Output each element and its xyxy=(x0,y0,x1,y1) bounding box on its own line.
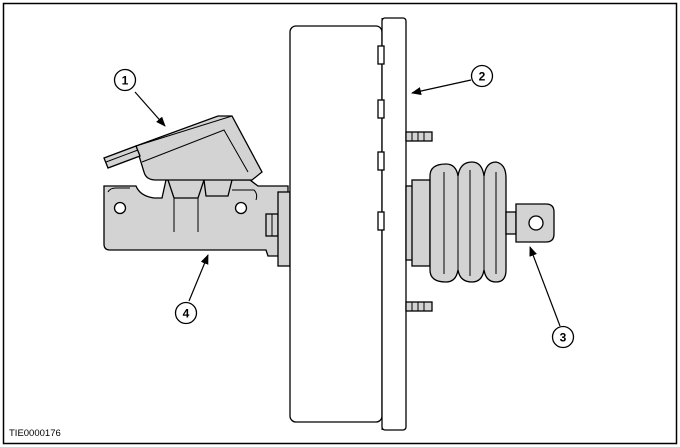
master-cylinder xyxy=(103,179,291,267)
callout-2-number: 2 xyxy=(479,70,486,84)
callout-2: 2 xyxy=(411,64,494,95)
fluid-reservoir xyxy=(103,115,263,181)
pushrod-boot xyxy=(405,161,507,283)
callout-1-number: 1 xyxy=(122,74,129,88)
pushrod-clevis xyxy=(505,203,555,243)
figure-id-label: TIE0000176 xyxy=(9,428,61,439)
callout-1: 1 xyxy=(113,68,166,127)
brake-booster xyxy=(289,17,433,431)
callout-3-number: 3 xyxy=(560,331,567,345)
callout-4-number: 4 xyxy=(183,307,190,321)
callout-4: 4 xyxy=(174,254,209,325)
callout-3: 3 xyxy=(529,246,575,349)
